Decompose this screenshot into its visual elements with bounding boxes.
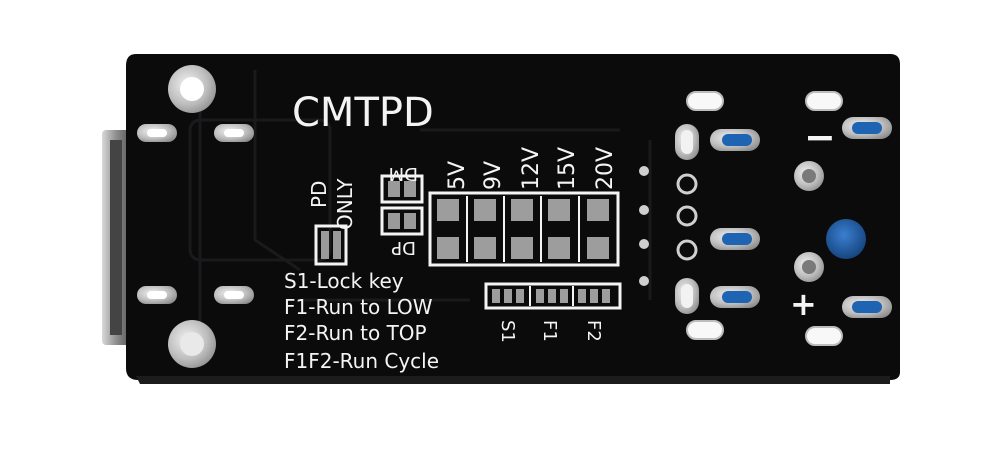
svg-text:F2: F2 [583,320,604,342]
copper-traces [188,70,652,340]
voltage-label-12v: 12V [519,147,544,190]
svg-text:DP: DP [391,237,416,258]
voltage-label-15v: 15V [555,147,580,190]
dm-label: DM [389,163,418,184]
voltage-label-20v: 20V [593,147,618,190]
voltage-select-pads [437,199,609,259]
switch-label-f1: F1 [539,320,560,342]
output-slot [805,326,843,346]
pd-only-jumper [314,224,348,266]
blue-slot-pads [710,117,892,318]
dp-label: DP [391,237,416,258]
svg-text:20V: 20V [593,147,618,190]
ring-via-column [676,173,698,261]
voltage-label-5v: 5V [445,161,470,190]
switch-label-f2: F2 [583,320,604,342]
voltage-select-grid [428,191,620,267]
svg-text:DM: DM [389,163,418,184]
legend-line-s1: S1-Lock key [284,269,404,293]
output-slot [686,91,724,111]
legend-line-f1f2: F1F2-Run Cycle [284,349,439,373]
plus-sign: + [790,285,817,323]
svg-text:F1: F1 [539,320,560,342]
via-column [639,166,649,286]
pd-only-label: PD ONLY [307,178,357,230]
svg-text:12V: 12V [519,147,544,190]
legend-line-f2: F2-Run to TOP [284,321,427,345]
dm-pad-group [380,174,424,204]
voltage-label-9v: 9V [481,161,506,190]
svg-text:PD: PD [307,181,331,208]
svg-text:5V: 5V [445,161,470,190]
board-title: CMTPD [292,90,434,136]
switch-label-s1: S1 [497,320,518,343]
dp-pad-group [380,206,424,236]
output-slot [805,91,843,111]
minus-sign: − [804,115,836,159]
svg-text:ONLY: ONLY [333,178,357,230]
legend-line-f1: F1-Run to LOW [284,295,433,319]
blue-potentiometer [826,219,866,259]
svg-text:S1: S1 [497,320,518,343]
switch-pad-strip [484,282,622,310]
svg-text:9V: 9V [481,161,506,190]
svg-text:15V: 15V [555,147,580,190]
output-slot [686,320,724,340]
